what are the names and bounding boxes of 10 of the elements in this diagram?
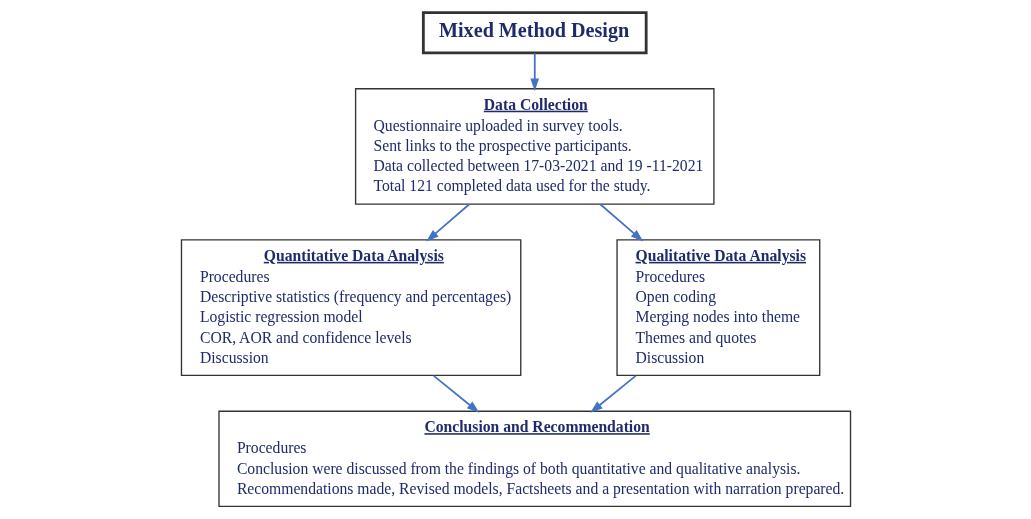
node-box: Qualitative Data Analysis Procedures Open coding Merging nodes into theme Themes and quotes Discussion	[615, 239, 820, 377]
node-box: Data Collection Questionnaire uploaded in survey tools. Sent links to the prospective participants. Data collected between 17-03-2021 and 19 -11-2021 Total 121 completed data used for the study.	[354, 88, 715, 205]
arrow	[529, 52, 539, 91]
arrow	[589, 374, 637, 413]
node-box: Conclusion and Recommendation Procedures Conclusion were discussed from the findings of both quantitative and qualitative analysis. Recommendations made, Revised models, Factsheets and a presentation with narration prepared.	[217, 410, 851, 508]
node-box: Mixed Method Design	[421, 11, 648, 55]
arrow	[432, 374, 479, 413]
arrow	[425, 203, 470, 242]
node-box: Quantitative Data Analysis Procedures Descriptive statistics (frequency and percentages) Logistic regression model COR, AOR and confidence levels Discussion	[180, 239, 521, 377]
arrow	[599, 203, 643, 242]
